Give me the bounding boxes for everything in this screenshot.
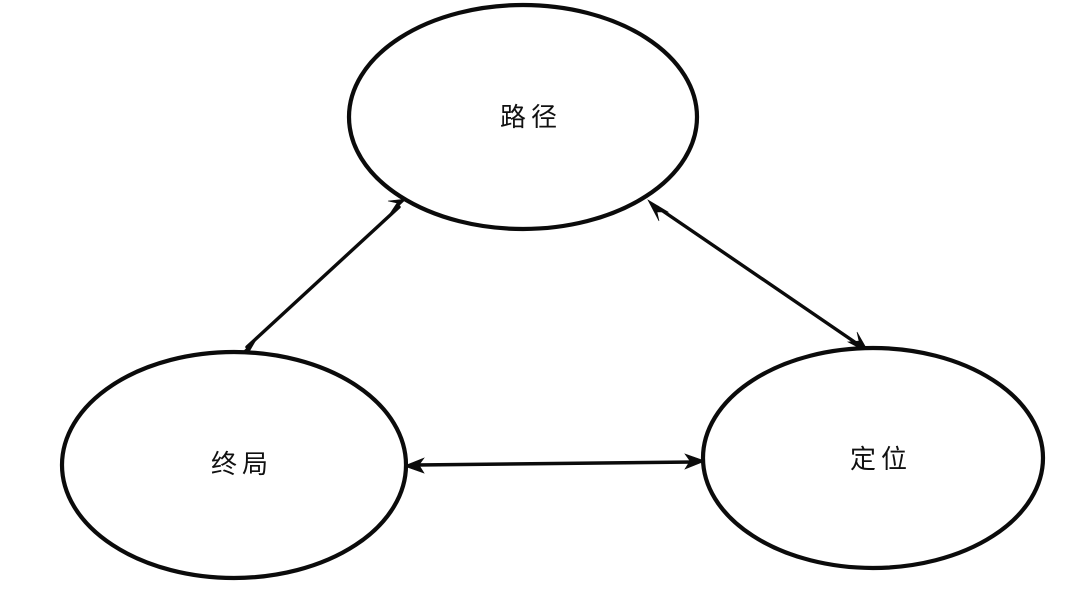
edge-line-bottom — [414, 460, 696, 467]
node-bottom-right-ellipse-shape — [700, 345, 1046, 571]
node-bottom-left-label: 终局 — [211, 450, 273, 479]
node-终局[interactable]: 终局 — [59, 349, 409, 581]
edge-终局-定位[interactable] — [403, 453, 706, 474]
arrowhead-toward-终局-bottom — [403, 457, 425, 474]
edge-line-left — [245, 205, 401, 349]
arrowhead-toward-定位-bottom — [684, 453, 706, 470]
edge-line-right — [655, 205, 861, 347]
edge-路径-定位[interactable] — [647, 199, 870, 354]
node-top-label: 路径 — [500, 103, 562, 132]
node-top-ellipse-shape — [346, 2, 700, 232]
node-bottom-right-label: 定位 — [850, 445, 912, 474]
arrowhead-toward-路径-right — [647, 199, 670, 222]
node-路径[interactable]: 路径 — [346, 2, 700, 232]
edge-终局-路径[interactable] — [237, 198, 407, 357]
arrowhead-toward-路径 — [387, 198, 407, 216]
node-bottom-left-ellipse-shape — [59, 349, 409, 581]
node-定位[interactable]: 定位 — [700, 345, 1046, 571]
